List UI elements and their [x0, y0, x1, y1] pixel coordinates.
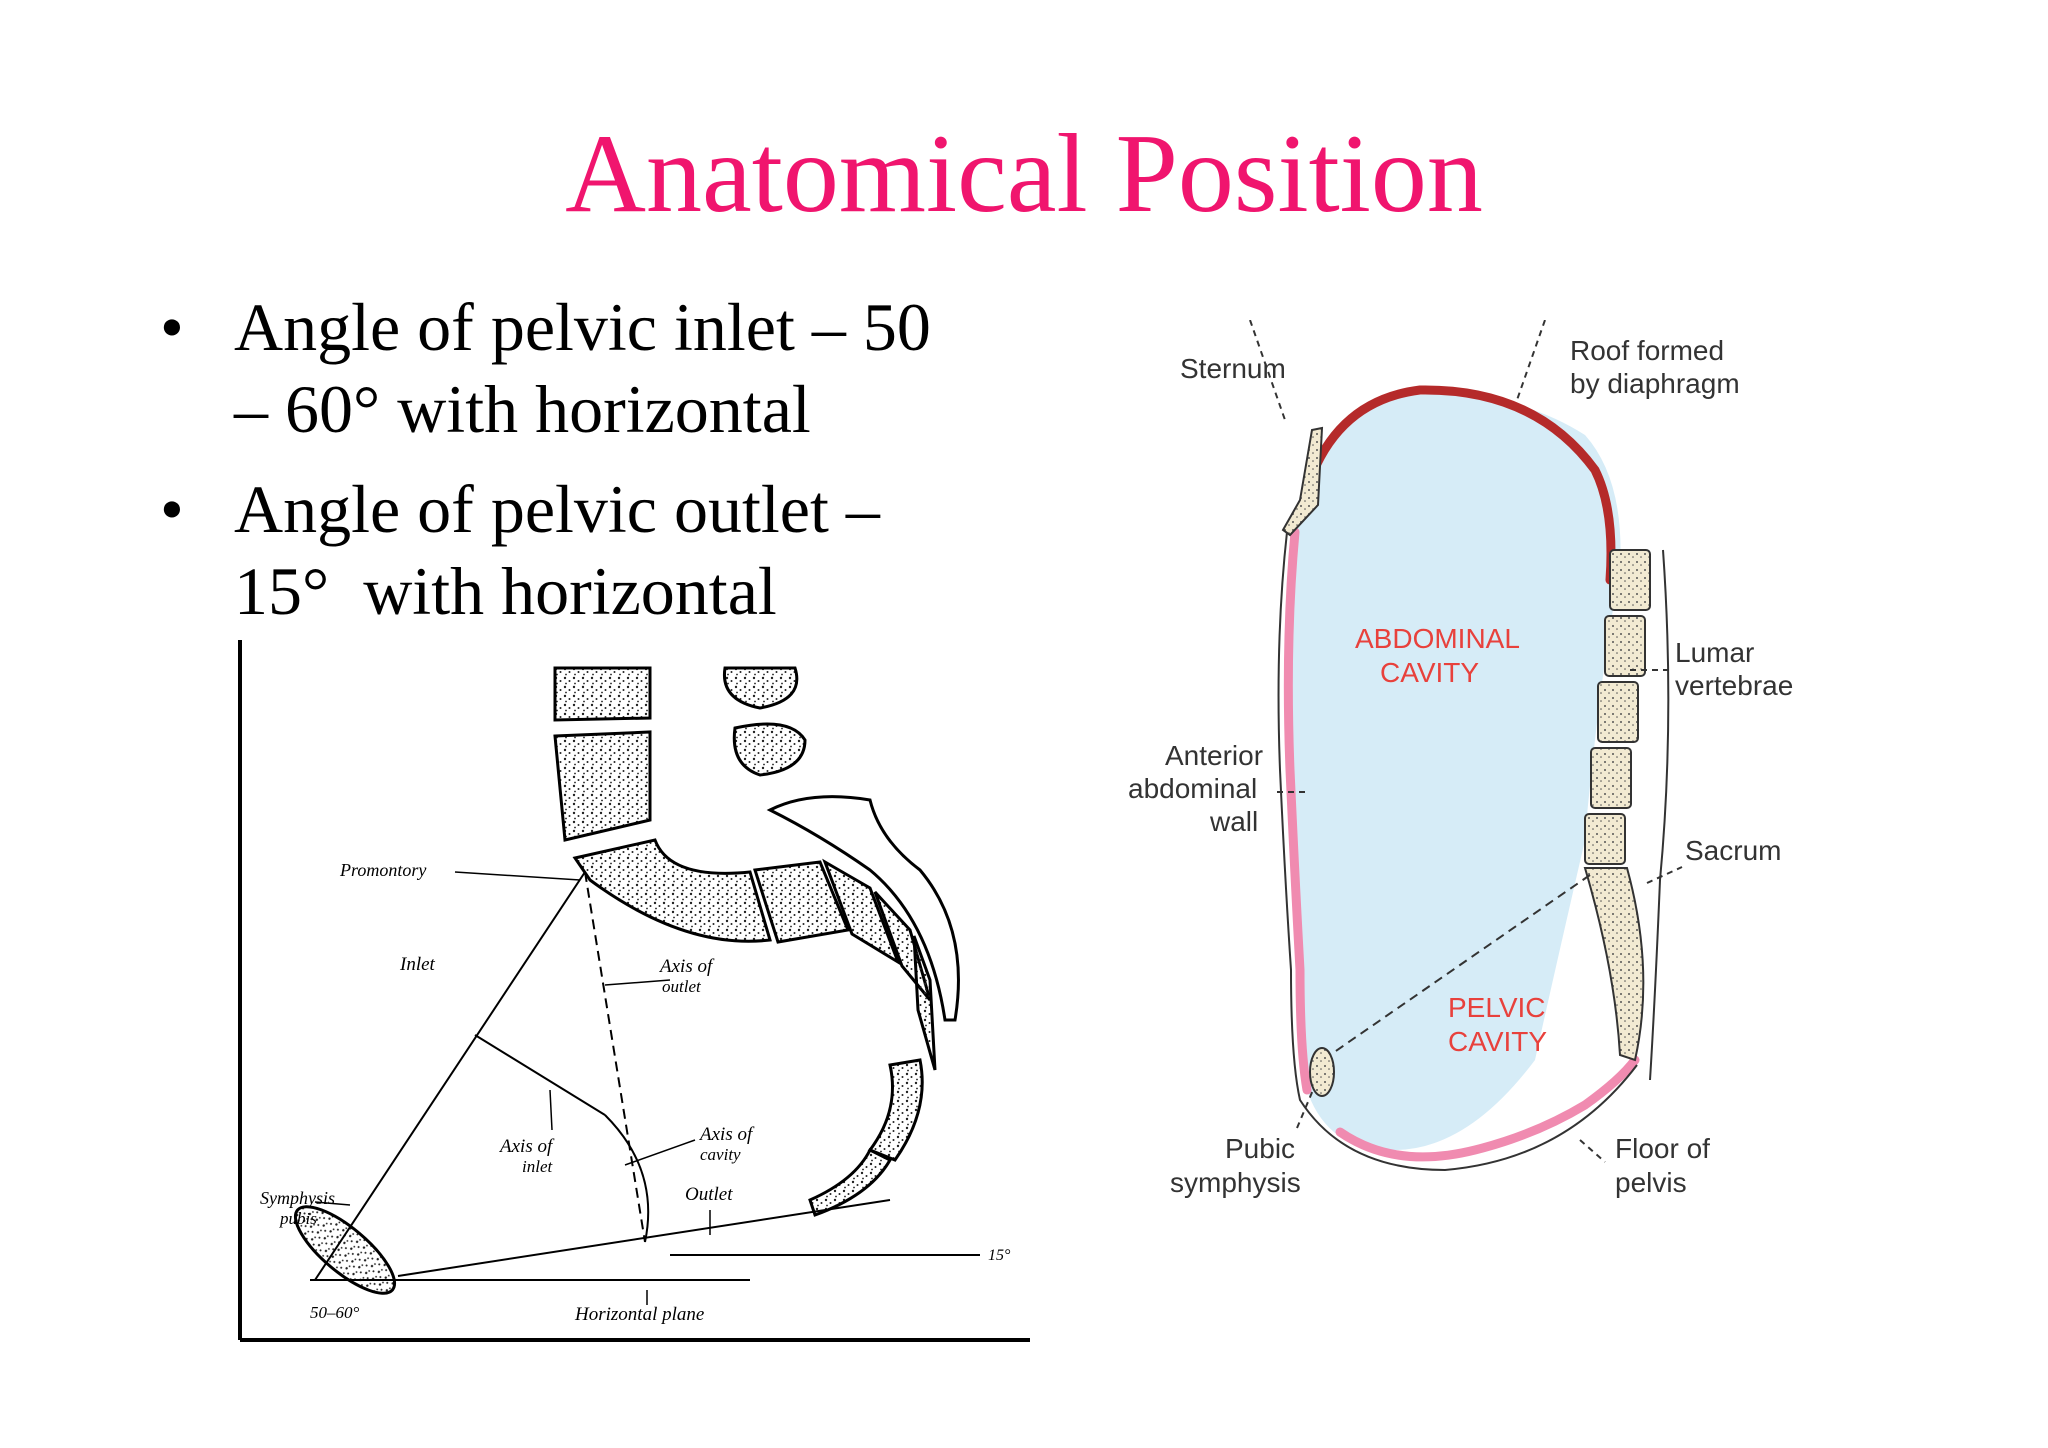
- inlet-plane-line: [315, 872, 585, 1280]
- label-inlet: Inlet: [399, 954, 436, 975]
- coccyx: [810, 1060, 922, 1215]
- label-pelvic-cavity: PELVIC: [1448, 992, 1546, 1023]
- label-symphysis-pubis: pubis: [279, 1209, 317, 1228]
- floor-leader: [1580, 1140, 1605, 1162]
- label-outlet: Outlet: [685, 1184, 733, 1205]
- label-abdominal-cavity: CAVITY: [1380, 657, 1479, 688]
- bullet-inlet-angle: • Angle of pelvic inlet – 50 – 60° with …: [160, 286, 980, 450]
- pelvic-axes-diagram: Promontory Inlet Axis of outlet Axis of …: [230, 640, 1040, 1350]
- roof-leader: [1517, 320, 1545, 400]
- label-anterior-abdominal-wall: abdominal: [1128, 773, 1257, 804]
- bullet-text-line: Angle of pelvic outlet –: [234, 468, 980, 550]
- bullet-text-line: – 60° with horizontal: [234, 368, 980, 450]
- label-axis-of-outlet: outlet: [662, 977, 702, 996]
- bullet-text-line: Angle of pelvic inlet – 50: [234, 286, 980, 368]
- label-angle-inlet: 50–60°: [310, 1303, 360, 1322]
- label-anterior-abdominal-wall: Anterior: [1165, 740, 1263, 771]
- label-promontory: Promontory: [339, 860, 426, 880]
- label-axis-of-inlet: Axis of: [498, 1136, 555, 1157]
- label-axis-of-cavity: cavity: [700, 1145, 741, 1164]
- bullet-outlet-angle: • Angle of pelvic outlet – 15° with hori…: [160, 468, 980, 632]
- label-horizontal-plane: Horizontal plane: [574, 1304, 704, 1325]
- label-axis-of-inlet: inlet: [522, 1157, 553, 1176]
- bullet-icon: •: [160, 286, 184, 368]
- bullet-text-line: 15° with horizontal: [234, 550, 980, 632]
- back-outline: [1650, 550, 1668, 1080]
- label-floor-of-pelvis: Floor of: [1615, 1133, 1710, 1164]
- sacrum: [1585, 868, 1643, 1060]
- label-floor-of-pelvis: pelvis: [1615, 1167, 1687, 1198]
- label-lumar-vertebrae: Lumar: [1675, 637, 1754, 668]
- label-lumar-vertebrae: vertebrae: [1675, 670, 1793, 701]
- slide-title: Anatomical Position: [0, 118, 2048, 230]
- sacrum-leader: [1647, 867, 1682, 883]
- label-pubic-symphysis: symphysis: [1170, 1167, 1301, 1198]
- axis-outlet-leader: [605, 980, 670, 985]
- label-pelvic-cavity: CAVITY: [1448, 1026, 1547, 1057]
- promontory-leader: [455, 872, 580, 880]
- axis-inlet-leader: [550, 1090, 552, 1130]
- label-sternum: Sternum: [1180, 353, 1286, 384]
- label-roof: Roof formed: [1570, 335, 1724, 366]
- bullet-list: • Angle of pelvic inlet – 50 – 60° with …: [160, 286, 980, 650]
- label-axis-of-outlet: Axis of: [658, 956, 715, 977]
- label-sacrum: Sacrum: [1685, 835, 1781, 866]
- bullet-icon: •: [160, 468, 184, 550]
- label-symphysis-pubis: Symphysis: [260, 1188, 335, 1208]
- label-angle-outlet: 15°: [988, 1247, 1011, 1264]
- axis-of-inlet-line: [475, 1035, 605, 1115]
- axis-cavity-leader: [625, 1140, 695, 1165]
- label-roof: by diaphragm: [1570, 368, 1740, 399]
- cavity-diagram: Sternum Roof formed by diaphragm ABDOMIN…: [1115, 320, 1815, 1250]
- label-axis-of-cavity: Axis of: [698, 1124, 755, 1145]
- axis-of-outlet-line: [585, 872, 645, 1242]
- label-pubic-symphysis: Pubic: [1225, 1133, 1295, 1164]
- lumbar-vertebra: [555, 668, 650, 840]
- label-abdominal-cavity: ABDOMINAL: [1355, 623, 1520, 654]
- label-anterior-abdominal-wall: wall: [1209, 806, 1258, 837]
